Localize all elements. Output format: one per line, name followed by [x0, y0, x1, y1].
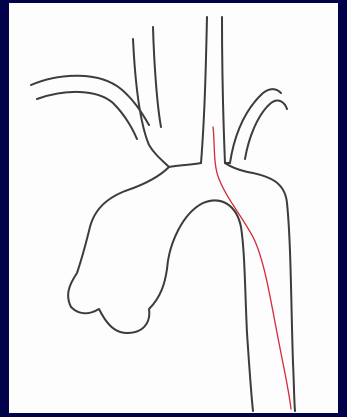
- diagram-canvas: [9, 3, 338, 413]
- red-guide-line: [213, 127, 291, 409]
- aortic-arch-outer-wall: [68, 167, 169, 333]
- arch-roof-segment: [169, 163, 201, 167]
- left-common-carotid-right-wall: [222, 17, 225, 163]
- left-subclavian-outer-wall: [245, 101, 287, 159]
- brachiocephalic-trunk-outer-wall: [133, 39, 169, 167]
- aortic-arch-diagram: [9, 3, 338, 413]
- right-subclavian-lower-wall: [37, 92, 137, 139]
- right-subclavian-upper-wall: [31, 76, 149, 125]
- left-common-carotid-left-wall: [201, 17, 207, 163]
- brachiocephalic-trunk-inner-wall: [153, 27, 161, 127]
- aortic-arch-inner-wall: [167, 200, 253, 411]
